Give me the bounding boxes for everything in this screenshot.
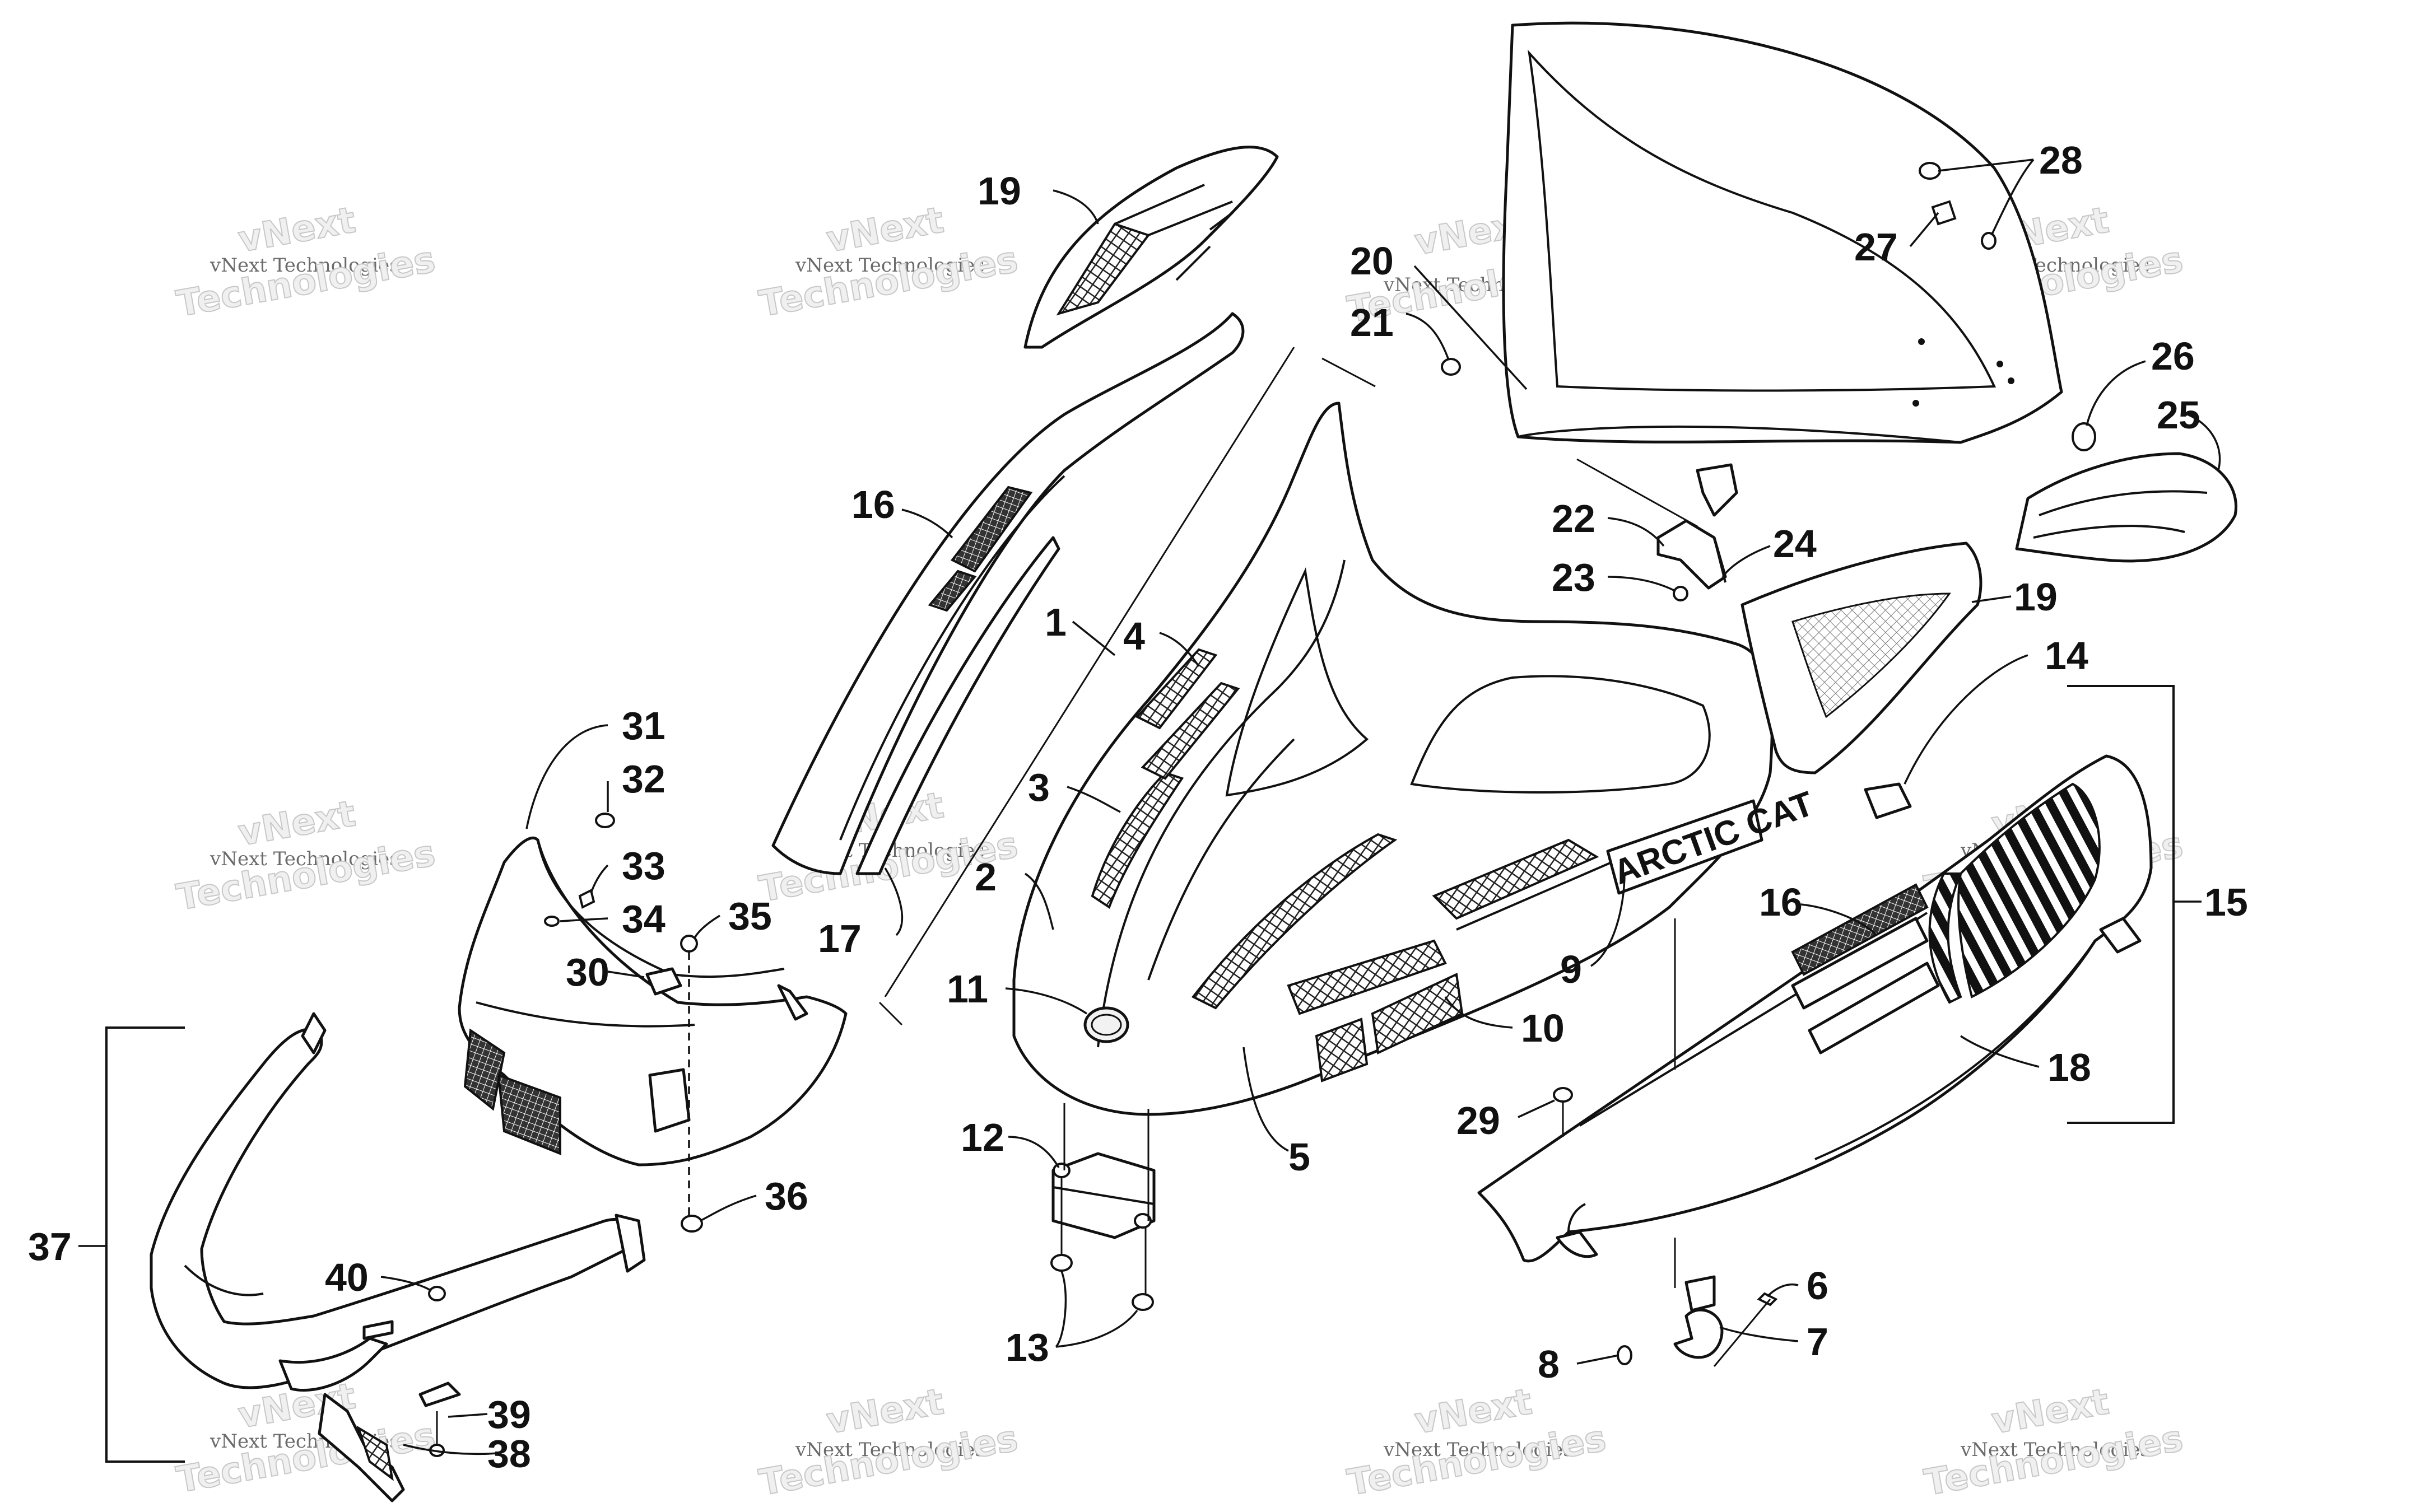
- watermark-text: Technologies: [174, 833, 439, 919]
- callout-22: 22: [1552, 497, 1595, 540]
- top-vent-part-19: [1023, 146, 1279, 349]
- callout-21: 21: [1350, 301, 1394, 344]
- screw-part-29: [1553, 1087, 1573, 1137]
- clip-part-14: [1864, 782, 1912, 819]
- callout-28: 28: [2039, 138, 2083, 182]
- watermark-11: vNext Technologies vNext Technologies: [1344, 1380, 1610, 1504]
- windshield-bracket: [1656, 463, 1738, 601]
- watermark-text: vNext Technologies: [1383, 1439, 1573, 1461]
- callout-13: 13: [1006, 1326, 1049, 1369]
- callout-14: 14: [2045, 634, 2088, 678]
- callout-19-top: 19: [978, 169, 1021, 213]
- callout-33: 33: [622, 844, 666, 888]
- logo-badge-part-11: [1083, 1006, 1129, 1043]
- hood-part-1: ARCTIC CAT: [1012, 402, 1819, 1116]
- callout-23: 23: [1552, 556, 1595, 599]
- front-bumper-part-37: [150, 1012, 646, 1502]
- callouts: 1 2 3 4 5 6 7 8 9 10 11 12 13 14 15 16 1…: [28, 138, 2248, 1476]
- watermark-2: vNext Technologies vNext Technologies: [756, 199, 1022, 325]
- watermark-text: Technologies: [756, 239, 1021, 325]
- callout-25: 25: [2157, 393, 2200, 437]
- watermark-text: vNext Technologies: [210, 254, 399, 277]
- right-side-panel-part-15: [1477, 754, 2153, 1263]
- watermark-text: vNext Technologies: [210, 848, 399, 870]
- callout-38: 38: [487, 1432, 531, 1476]
- callout-34: 34: [622, 897, 666, 941]
- callout-16-right: 16: [1759, 880, 1803, 924]
- watermark-text: vNext Technologies: [795, 254, 985, 277]
- callout-8: 8: [1538, 1342, 1560, 1386]
- callout-29: 29: [1456, 1099, 1500, 1142]
- callout-35: 35: [728, 894, 772, 938]
- decal-strip-part-17: [855, 536, 1060, 875]
- right-vent-part-19: [1740, 542, 1982, 774]
- watermark-text: vNext: [235, 199, 359, 260]
- callout-16-left: 16: [851, 483, 895, 526]
- callout-3: 3: [1028, 766, 1050, 809]
- windshield: [1502, 21, 2063, 444]
- callout-31: 31: [622, 704, 666, 748]
- callout-9: 9: [1560, 948, 1582, 991]
- hood-hinge-12-13: [1050, 1152, 1156, 1311]
- callout-17: 17: [818, 917, 862, 960]
- watermark-text: vNext Technologies: [795, 1439, 985, 1461]
- callout-18: 18: [2047, 1046, 2091, 1089]
- callout-19-right: 19: [2014, 575, 2058, 619]
- callout-27: 27: [1854, 225, 1898, 269]
- callout-26: 26: [2151, 334, 2195, 378]
- watermark-text: vNext: [823, 199, 947, 260]
- watermark-text: Technologies: [174, 239, 439, 325]
- hinge-hardware-6-7-8: [1617, 1275, 1778, 1367]
- callout-6: 6: [1807, 1264, 1828, 1308]
- left-side-panel-part-16: [771, 312, 1245, 875]
- callout-4: 4: [1123, 614, 1145, 658]
- mirror: [2015, 422, 2237, 563]
- callout-37: 37: [28, 1225, 72, 1268]
- callout-7: 7: [1807, 1320, 1828, 1364]
- callout-15: 15: [2204, 880, 2248, 924]
- callout-12: 12: [961, 1116, 1004, 1159]
- callout-2: 2: [975, 855, 997, 899]
- callout-32: 32: [622, 757, 666, 801]
- watermark-text: vNext Technologies: [1960, 1439, 2150, 1461]
- watermark-10: vNext Technologies vNext Technologies: [756, 1380, 1022, 1504]
- callout-11: 11: [947, 967, 988, 1011]
- callout-5: 5: [1288, 1135, 1310, 1179]
- nose-fasteners: [544, 813, 703, 1233]
- callout-1: 1: [1045, 600, 1067, 644]
- callout-10: 10: [1521, 1006, 1565, 1050]
- callout-36: 36: [765, 1174, 808, 1218]
- nut-part-21: [1441, 358, 1461, 376]
- leader-lines: [78, 158, 2221, 1463]
- watermark-12: vNext Technologies vNext Technologies: [1921, 1380, 2187, 1504]
- callout-39: 39: [487, 1393, 531, 1436]
- watermark-1: vNext Technologies vNext Technologies: [173, 199, 439, 325]
- callout-40: 40: [325, 1256, 369, 1299]
- callout-20: 20: [1350, 239, 1394, 283]
- watermark-text: vNext: [235, 793, 359, 854]
- watermark-5: vNext Technologies vNext Technologies: [173, 792, 439, 919]
- callout-30: 30: [566, 950, 609, 994]
- callout-24: 24: [1773, 522, 1817, 566]
